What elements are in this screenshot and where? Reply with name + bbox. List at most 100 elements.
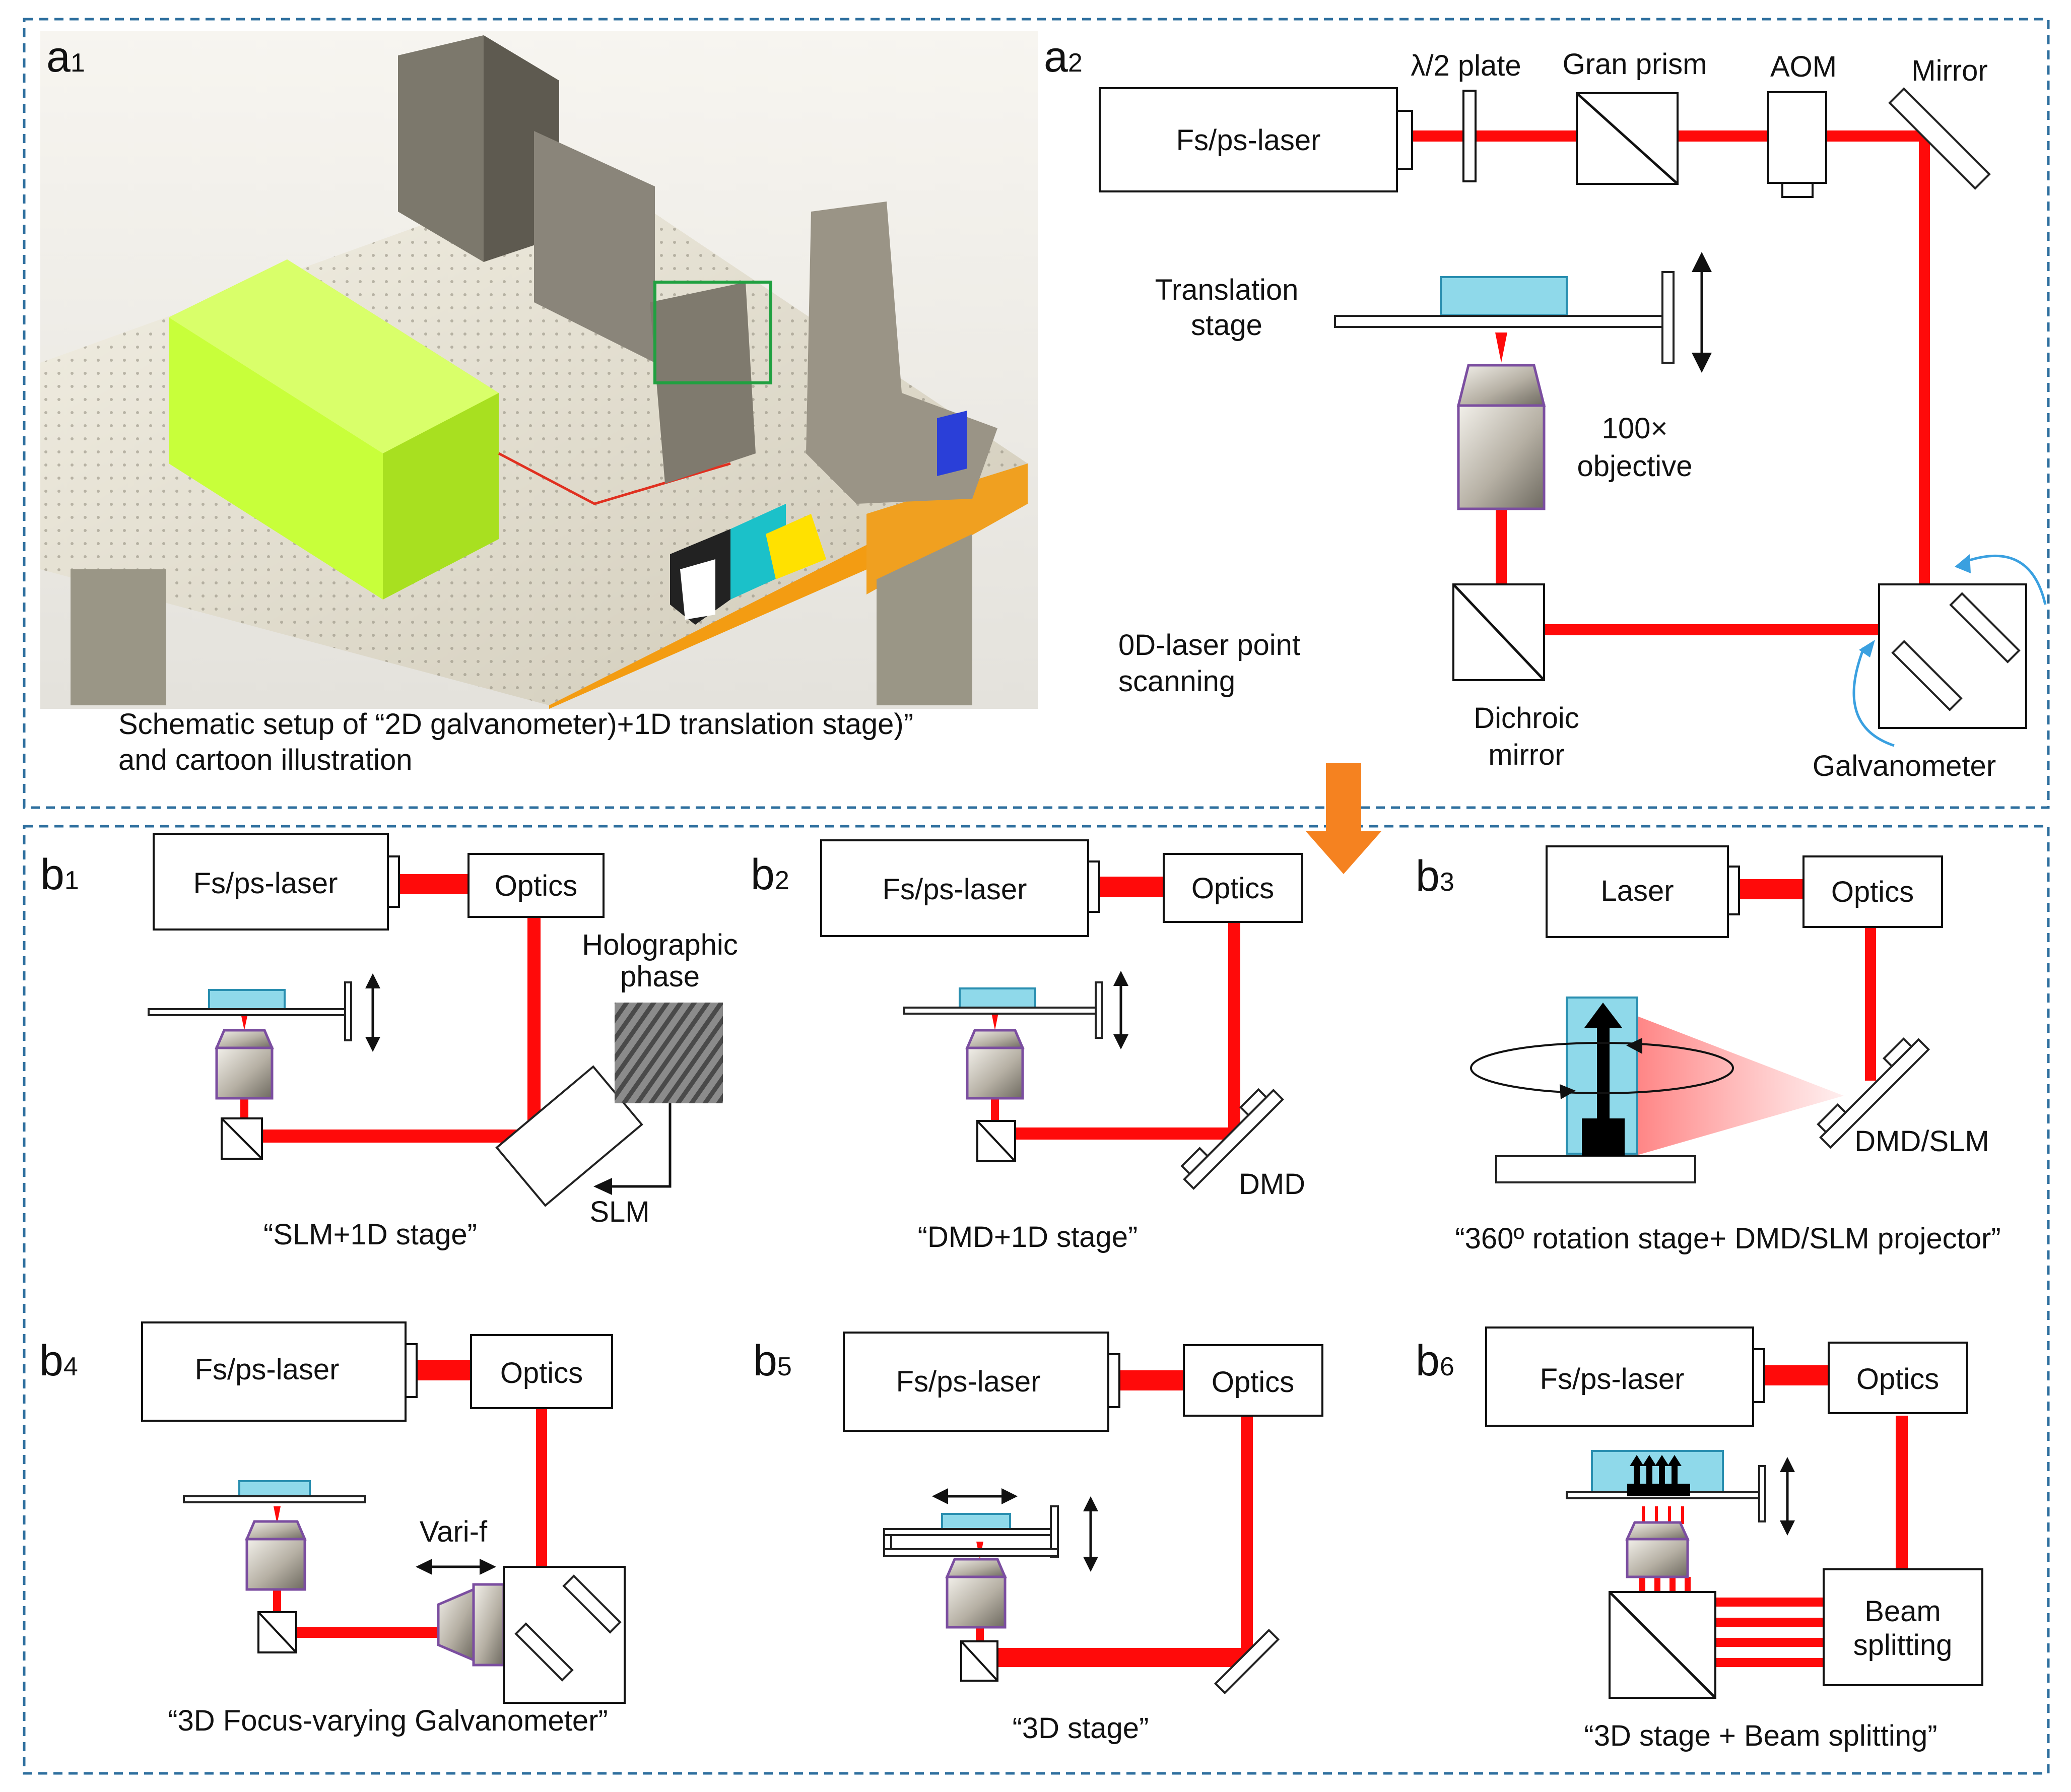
- dichroic-mirror: [1452, 583, 1545, 681]
- mirror-b5: [1214, 1628, 1280, 1695]
- laser-label-b1: Fs/ps-laser: [193, 867, 338, 900]
- laser-source-b1: Fs/ps-laser: [153, 833, 400, 931]
- dmdslm-device: [1817, 1037, 1930, 1149]
- caption-b1: “SLM+1D stage”: [263, 1218, 477, 1251]
- translation-label-line2: stage: [1191, 309, 1262, 342]
- panel-b2: b2 Fs/ps-laser Optics: [751, 839, 1305, 1253]
- panel-label-b5: b5: [753, 1337, 792, 1385]
- optics-box-b3: [1802, 855, 1943, 928]
- gran-prism-label: Gran prism: [1563, 48, 1707, 81]
- varif-label: Vari-f: [420, 1515, 488, 1548]
- stage-b1: [148, 973, 380, 1052]
- laser-label-b5: Fs/ps-laser: [896, 1365, 1041, 1398]
- dichroic-label-line2: mirror: [1488, 739, 1564, 771]
- panel-b-frame: [23, 825, 2050, 1775]
- dmd-device: [1180, 1088, 1284, 1190]
- half-wave-label: λ/2 plate: [1411, 49, 1521, 82]
- panel-b3: b3 Laser Optics DMD/SLM “360º rotation s…: [1416, 845, 2001, 1255]
- panel-b5: b5 Fs/ps-laser Optics: [753, 1332, 1323, 1745]
- half-wave-plate: [1462, 90, 1477, 182]
- laser-label-b2: Fs/ps-laser: [883, 873, 1027, 906]
- laser-label-b6: Fs/ps-laser: [1540, 1363, 1685, 1396]
- optics-box-b1: [467, 853, 605, 918]
- objective-b2: [965, 1029, 1025, 1100]
- objective-label-line2: objective: [1577, 450, 1693, 483]
- laser-label-b3: Laser: [1600, 875, 1674, 907]
- panel-a2: a2 Fs/ps-laser λ/2 plate Gran prism A: [1044, 33, 2047, 782]
- splitter-b2: [976, 1120, 1016, 1162]
- splitter-b6: [1609, 1591, 1716, 1699]
- caption-b3: “360º rotation stage+ DMD/SLM projector”: [1455, 1222, 2000, 1255]
- caption-b6: “3D stage + Beam splitting”: [1584, 1719, 1937, 1752]
- galvanometer: [1852, 554, 2047, 747]
- mirror-label: Mirror: [1911, 54, 1987, 87]
- down-arrow-icon: [1306, 763, 1381, 874]
- objective-100x: [1456, 364, 1546, 510]
- panel-label-a1: a1: [46, 33, 85, 81]
- projection-cone: [1602, 1003, 1844, 1159]
- stage-b5: [883, 1488, 1098, 1572]
- dmd-label: DMD: [1239, 1168, 1305, 1201]
- translation-label-line1: Translation: [1155, 274, 1299, 306]
- holographic-phase-image: [615, 1003, 723, 1103]
- translation-stage: [1334, 252, 1712, 373]
- panel-label-b3: b3: [1416, 852, 1454, 900]
- stage-b2: [903, 971, 1128, 1049]
- splitter-b1: [221, 1117, 263, 1160]
- objective-b6: [1625, 1521, 1690, 1578]
- beam-splitting-box: [1823, 1568, 1983, 1686]
- objective-b4: [245, 1520, 307, 1591]
- panel-a1: a1 Schematic setup of “2D galvanometer)+…: [40, 31, 1038, 776]
- setup-render: [40, 31, 1038, 709]
- laser-source-b2: Fs/ps-laser: [820, 839, 1100, 937]
- optics-label-b2: Optics: [1191, 872, 1274, 905]
- panel-label-a2: a2: [1044, 33, 1083, 81]
- caption-a1-line1: Schematic setup of “2D galvanometer)+1D …: [118, 708, 913, 741]
- optics-box-b2: [1163, 853, 1303, 923]
- aom: [1767, 91, 1827, 198]
- slm-label: SLM: [589, 1196, 649, 1228]
- panel-label-b2: b2: [751, 850, 789, 899]
- dichroic-label-line1: Dichroic: [1474, 702, 1579, 735]
- laser-source: Fs/ps-laser: [1099, 87, 1413, 192]
- panel-label-b1: b1: [40, 850, 79, 899]
- galvanometer-b4: [503, 1566, 626, 1704]
- laser-label: Fs/ps-laser: [1176, 124, 1321, 157]
- laser-source-b6: Fs/ps-laser: [1485, 1326, 1765, 1427]
- caption-b5: “3D stage”: [1013, 1712, 1149, 1745]
- panel-label-b6: b6: [1416, 1337, 1454, 1385]
- objective-label-line1: 100×: [1602, 412, 1668, 445]
- beam-label-line2: splitting: [1853, 1629, 1953, 1662]
- optics-box-b6: [1828, 1342, 1968, 1414]
- objective-b5: [945, 1558, 1007, 1629]
- dmdslm-label: DMD/SLM: [1854, 1125, 1989, 1158]
- holo-label-line1: Holographic: [582, 928, 738, 961]
- aom-label: AOM: [1770, 50, 1837, 83]
- panel-b1: b1 Fs/ps-laser Optics: [40, 833, 738, 1251]
- laser-label-b4: Fs/ps-laser: [195, 1353, 340, 1386]
- panel-a-frame: [23, 18, 2050, 809]
- panel-b4: b4 Fs/ps-laser Optics: [39, 1321, 626, 1737]
- optics-label-b4: Optics: [500, 1357, 583, 1389]
- caption-b4: “3D Focus-varying Galvanometer”: [168, 1704, 608, 1737]
- holo-label-line2: phase: [620, 960, 700, 993]
- mirror-a2: [1888, 87, 1991, 190]
- laser-source-b3: Laser: [1546, 845, 1740, 938]
- splitter-b4: [257, 1611, 297, 1653]
- scan-label-line2: scanning: [1118, 665, 1235, 698]
- rotation-stage: [1470, 997, 1734, 1183]
- optics-label-b6: Optics: [1856, 1363, 1939, 1396]
- splitter-b5: [960, 1640, 998, 1682]
- optics-label-b3: Optics: [1831, 876, 1914, 908]
- optics-label-b1: Optics: [495, 870, 577, 902]
- laser-source-b5: Fs/ps-laser: [843, 1332, 1120, 1432]
- caption-b2: “DMD+1D stage”: [918, 1221, 1138, 1253]
- optics-box-b5: [1183, 1344, 1323, 1417]
- stage-b6: [1566, 1450, 1795, 1536]
- optics-label-b5: Optics: [1212, 1366, 1294, 1399]
- beam-label-line1: Beam: [1864, 1595, 1941, 1628]
- panel-label-b4: b4: [39, 1337, 78, 1385]
- caption-a1-line2: and cartoon illustration: [118, 744, 413, 776]
- stage-b4: [183, 1480, 366, 1503]
